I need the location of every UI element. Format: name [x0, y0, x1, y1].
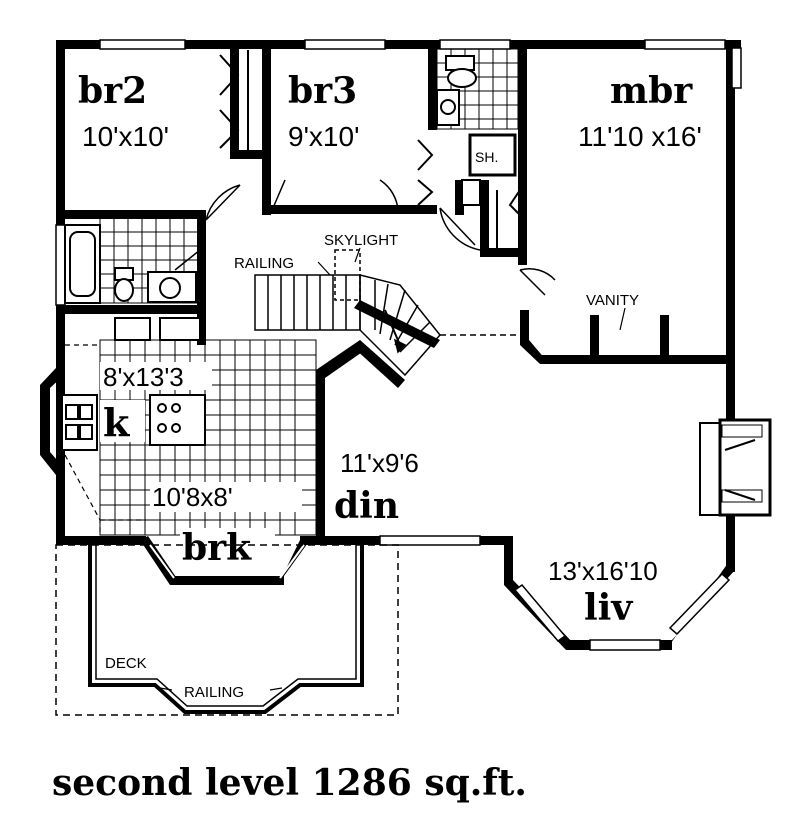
skylight-label: SKYLIGHT [324, 232, 398, 249]
room-size-br2: 10'x10' [82, 121, 169, 152]
hall-bath-fixtures [64, 224, 197, 304]
room-name-mbr: mbr [610, 70, 693, 112]
room-size-kitchen: 8'x13'3 [103, 362, 184, 392]
room-name-br3: br3 [288, 70, 357, 112]
room-mbr: mbr 11'10 x16' [578, 70, 702, 152]
room-size-br3: 9'x10' [288, 121, 359, 152]
stairs [254, 249, 520, 377]
room-name-br2: br2 [78, 70, 147, 112]
deck-label: DECK [105, 655, 147, 672]
breakfast-bay-window [140, 536, 310, 585]
room-br2: br2 10'x10' [78, 70, 169, 152]
shower-label: SH. [475, 149, 498, 165]
room-size-living: 13'x16'10 [548, 556, 658, 586]
master-bath-fixtures [436, 55, 517, 206]
annotation-leaders [159, 247, 626, 691]
fireplace [699, 418, 772, 517]
kitchen-fixtures [61, 317, 206, 451]
railing-label-upper: RAILING [234, 255, 294, 272]
room-name-breakfast: brk [182, 527, 252, 569]
room-dining: 11'x9'6 din [334, 448, 419, 527]
floor-caption: second level 1286 sq.ft. [52, 762, 527, 804]
room-size-mbr: 11'10 x16' [578, 121, 702, 152]
room-breakfast: 10'8x8' brk [152, 482, 252, 569]
kitchen-counter-dashed [64, 344, 146, 535]
kitchen-bay-window [40, 368, 64, 475]
closet-doors [219, 50, 521, 250]
windows [55, 39, 742, 651]
room-living: 13'x16'10 liv [548, 556, 658, 629]
room-name-kitchen: k [103, 400, 130, 445]
door-swings [174, 179, 556, 296]
room-size-breakfast: 10'8x8' [152, 482, 233, 512]
room-kitchen: 8'x13'3 k [103, 362, 184, 445]
room-size-dining: 11'x9'6 [340, 448, 419, 478]
room-br3: br3 9'x10' [288, 70, 359, 152]
room-name-dining: din [334, 485, 399, 527]
deck-railing-label: RAILING [184, 684, 244, 701]
room-name-living: liv [584, 587, 633, 629]
vanity-label: VANITY [586, 292, 639, 309]
deck [55, 544, 399, 716]
